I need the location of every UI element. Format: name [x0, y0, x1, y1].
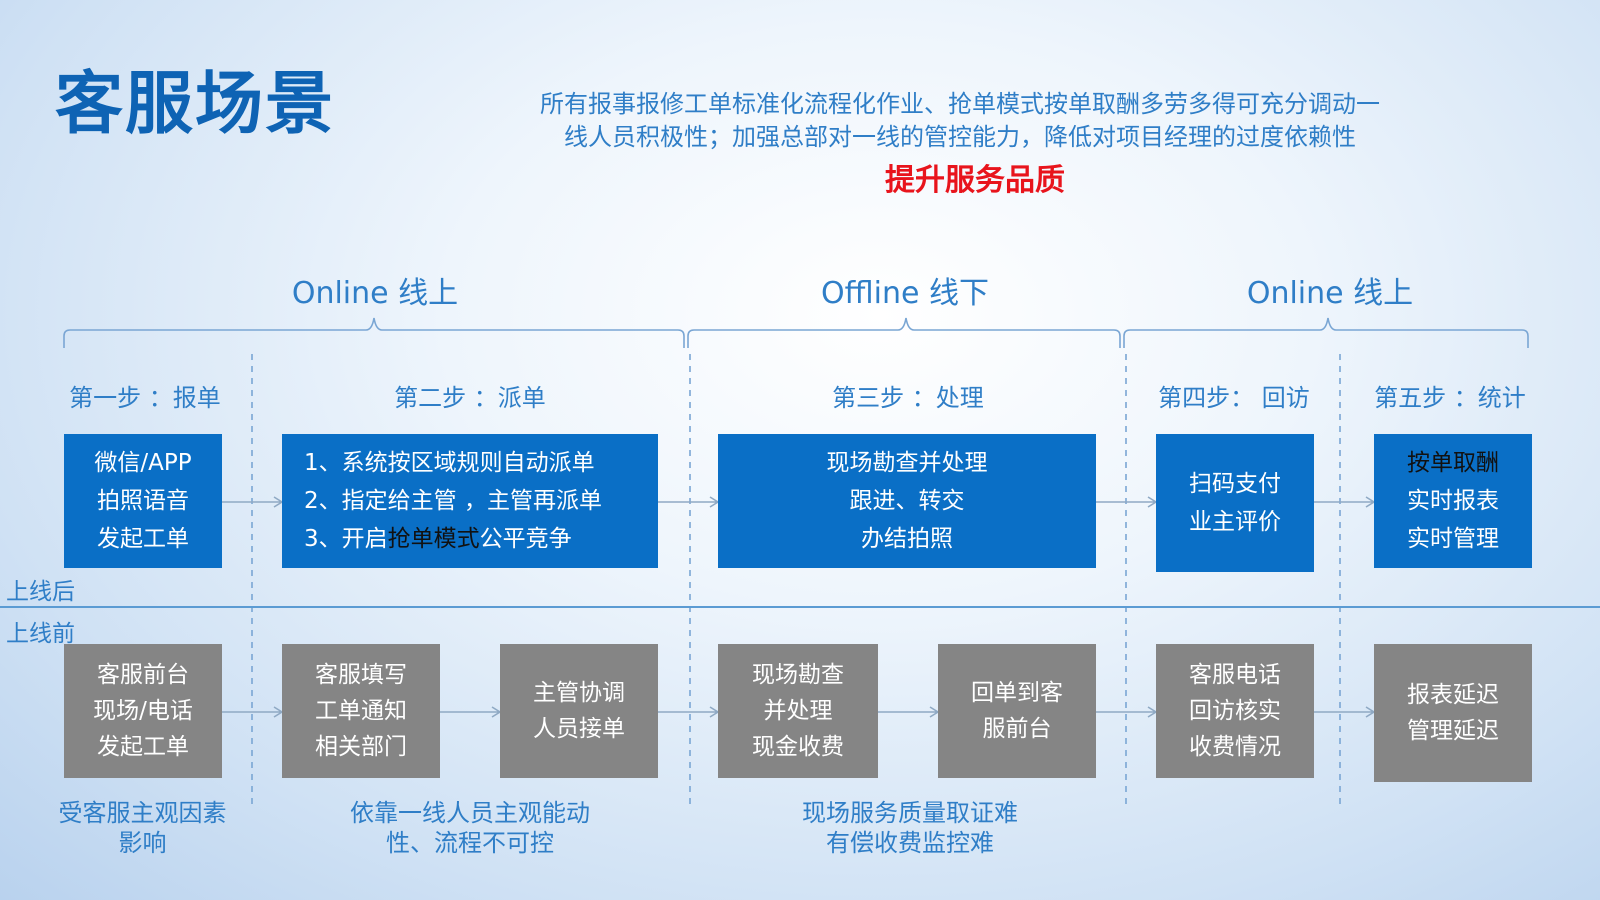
note-1: 受客服主观因素 影响 [58, 799, 227, 857]
after-step-2-box: 1、系统按区域规则自动派单 2、指定给主管 ，主管再派单 3、开启抢单模式公平竞… [282, 434, 658, 568]
before-box-1: 客服前台 现场/电话 发起工单 [64, 644, 222, 778]
phase-online-1: Online 线上 [291, 276, 459, 311]
after-step-5-box: 按单取酬 实时报表 实时管理 [1374, 434, 1532, 568]
arrow-g2 [440, 706, 502, 718]
before-box-4: 现场勘查 并处理 现金收费 [718, 644, 878, 778]
grab-order-mode-text: 抢单模式 [387, 526, 480, 552]
after-step-3-box: 现场勘查并处理 跟进、转交 办结拍照 [718, 434, 1096, 568]
row-label-before: 上线前 [6, 621, 75, 647]
after-step-1-box: 微信/APP 拍照语音 发起工单 [64, 434, 222, 568]
note-2: 依靠一线人员主观能动 性、流程不可控 [350, 799, 590, 857]
row-separator [0, 606, 1600, 608]
description-line-2: 线人员积极性；加强总部对一线的管控能力，降低对项目经理的过度依赖性 [564, 123, 1356, 151]
brace-offline [687, 317, 1121, 348]
step-4-label: 第四步： 回访 [1158, 384, 1310, 412]
phase-online-2: Online 线上 [1246, 276, 1414, 311]
before-box-5: 回单到客 服前台 [938, 644, 1096, 778]
page-title: 客服场景 [55, 65, 336, 144]
emphasis-text: 提升服务品质 [885, 163, 1065, 198]
phase-offline: Offline 线下 [821, 276, 989, 311]
step-5-label: 第五步 ：统计 [1374, 384, 1526, 412]
arrow-a4 [1314, 496, 1376, 508]
arrow-a2 [658, 496, 720, 508]
before-box-3: 主管协调 人员接单 [500, 644, 658, 778]
arrow-g4 [878, 706, 940, 718]
after-step-4-box: 扫码支付 业主评价 [1156, 434, 1314, 572]
arrow-g3 [658, 706, 720, 718]
row-label-after: 上线后 [6, 579, 75, 605]
before-box-7: 报表延迟 管理延迟 [1374, 644, 1532, 782]
step-1-label: 第一步 ：报单 [69, 384, 221, 412]
description: 所有报事报修工单标准化流程化作业、抢单模式按单取酬多劳多得可充分调动一 线人员积… [470, 88, 1450, 154]
before-box-2: 客服填写 工单通知 相关部门 [282, 644, 440, 778]
brace-online-2 [1123, 317, 1529, 348]
before-box-6: 客服电话 回访核实 收费情况 [1156, 644, 1314, 778]
note-3: 现场服务质量取证难 有偿收费监控难 [802, 799, 1018, 857]
step-3-label: 第三步 ：处理 [832, 384, 984, 412]
brace-online-1 [63, 317, 685, 348]
step-2-label: 第二步 ：派单 [394, 384, 546, 412]
arrow-g6 [1314, 706, 1376, 718]
description-line-1: 所有报事报修工单标准化流程化作业、抢单模式按单取酬多劳多得可充分调动一 [540, 90, 1380, 118]
